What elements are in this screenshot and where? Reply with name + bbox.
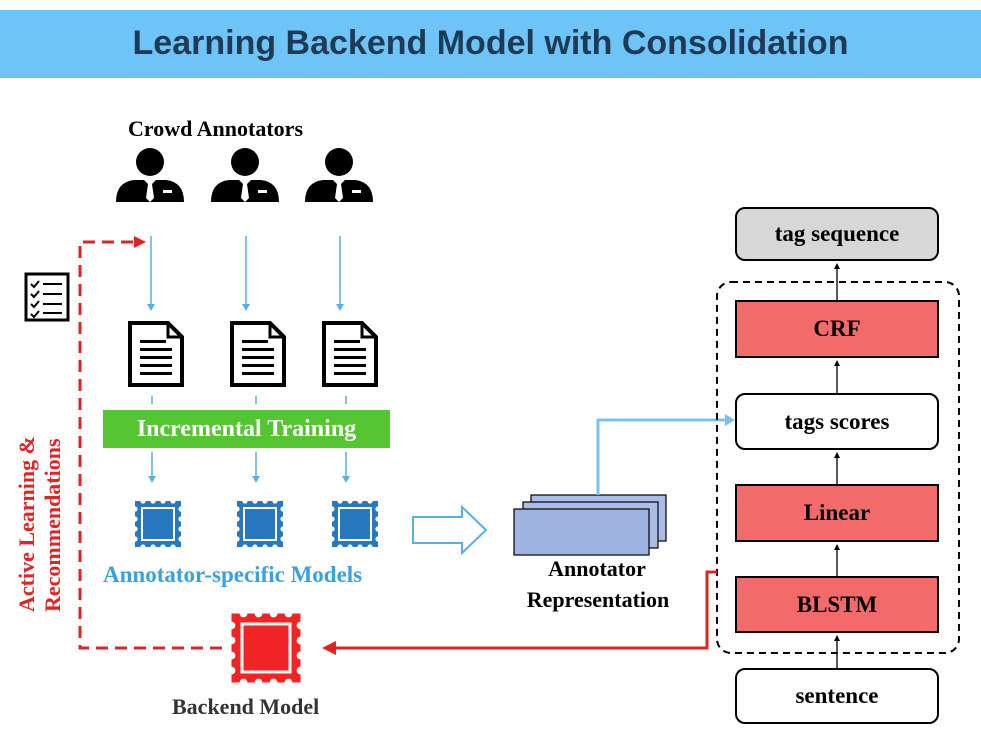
annotator-model-icon-3: [328, 497, 382, 551]
backend-model-label: Backend Model: [172, 694, 320, 719]
annotator-model-icon-2: [233, 497, 287, 551]
annotator-icon-2: [211, 148, 279, 202]
annotator-model-icon-1: [131, 497, 185, 551]
blstm-to-backend-arrow: [332, 570, 717, 650]
tag-sequence-box: tag sequence: [735, 207, 939, 261]
active-learning-loop: [78, 240, 222, 650]
backend-model-icon: [226, 608, 306, 688]
incremental-training-label: Incremental Training: [136, 416, 357, 442]
title-banner: [0, 10, 981, 78]
arrowhead: [725, 414, 735, 426]
network-container: [716, 281, 960, 654]
annotation-arrows: [147, 236, 344, 311]
incremental-training-bar: [103, 410, 390, 448]
document-icon-1: [128, 321, 184, 387]
annotator-models-label: Annotator-specific Models: [103, 562, 363, 587]
checklist-icon: [24, 272, 70, 322]
annotator-icon-1: [116, 148, 184, 202]
network-arrows: [834, 263, 840, 668]
arrowhead: [322, 641, 336, 655]
crf-layer: CRF: [735, 300, 939, 358]
crowd-annotators-heading: Crowd Annotators: [128, 116, 304, 141]
annotator-representation-label-line1: Annotator: [548, 556, 646, 581]
annotator-representation-stack: [513, 494, 667, 556]
tags-scores-box: tags scores: [735, 393, 939, 450]
representation-to-scores-arrow: [596, 418, 727, 495]
annotator-icon-3: [305, 148, 373, 202]
blstm-layer: BLSTM: [735, 576, 939, 633]
sentence-box: sentence: [735, 668, 939, 724]
hollow-right-arrow-icon: [412, 504, 488, 556]
annotator-representation-label-line2: Representation: [526, 587, 670, 612]
linear-layer: Linear: [735, 484, 939, 542]
document-icon-2: [230, 321, 286, 387]
document-icon-3: [322, 321, 378, 387]
page-title: Learning Backend Model with Consolidatio…: [132, 24, 849, 62]
arrowhead: [134, 236, 146, 248]
training-arrows: [148, 396, 350, 483]
